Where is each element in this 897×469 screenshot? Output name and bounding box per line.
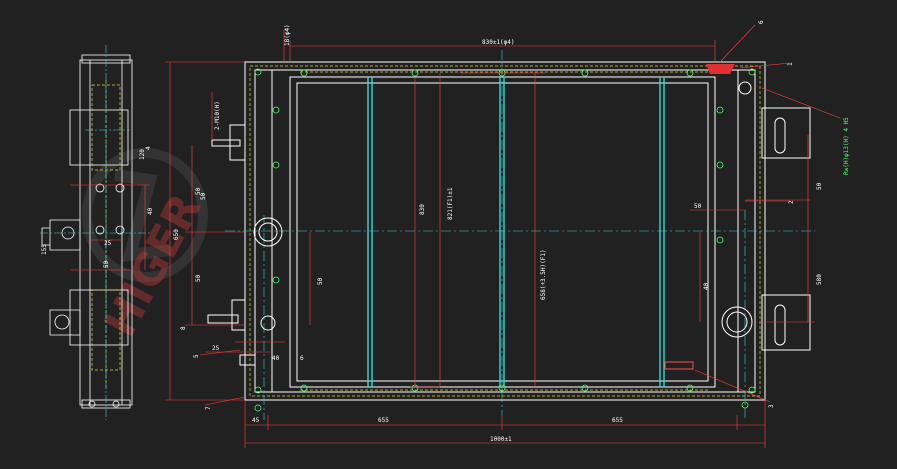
core-tubes — [367, 77, 665, 387]
side-view-upper-tank — [69, 109, 129, 166]
dim-left-depth: 8 — [180, 326, 187, 330]
dim-left-small-1: 25 — [212, 345, 220, 352]
drain-plug-marker — [664, 361, 694, 370]
dim-right-side-3: 50 — [816, 182, 823, 190]
dim-top-width: 830±1(φ4) — [482, 39, 515, 46]
dim-top-side-note: 18(φ4) — [284, 24, 291, 46]
side-view-dimension-lines — [70, 184, 150, 271]
dim-bottom-center-left: 655 — [378, 417, 389, 424]
callout-4: 4 — [145, 146, 152, 150]
dim-right-upper: 50 — [694, 203, 702, 210]
callout-5: 5 — [193, 354, 200, 358]
callout-1: 1 — [787, 62, 794, 66]
inlet-pipe — [253, 217, 283, 247]
dim-right-side-1: 50 — [317, 277, 324, 285]
radiator-core — [289, 76, 716, 388]
dim-bottom-center-right: 655 — [612, 417, 623, 424]
dim-left-small-2: 40 — [272, 355, 280, 362]
side-view-bracket — [41, 219, 81, 251]
front-center-lines — [225, 50, 815, 420]
dim-left-height: 650 — [173, 229, 180, 240]
callout-7: 7 — [205, 406, 212, 410]
pipe-connections — [207, 81, 753, 338]
dim-bottom-total: 1000±1 — [490, 436, 512, 443]
right-mount-bracket-bottom — [761, 294, 811, 351]
side-view-dim-5: 50 — [103, 260, 110, 268]
callout-2: 2 — [788, 200, 795, 204]
watermark-logo-mark — [114, 169, 171, 263]
callout-6: 6 — [758, 20, 765, 24]
bolts — [254, 68, 756, 412]
dimension-lines — [165, 24, 841, 448]
watermark — [82, 148, 208, 282]
side-view-dim-1: 120 — [139, 149, 146, 160]
dim-core-height-3: 658(+3.5H)(F1) — [540, 249, 547, 300]
dim-right-side-2: 580 — [816, 274, 823, 285]
watermark-logo-ring — [82, 148, 208, 282]
dim-core-height-1: 830 — [419, 204, 426, 215]
side-view-dim-2: 40 — [147, 207, 154, 215]
dim-left-flange-note: 2-M10(H) — [214, 101, 221, 130]
dim-left-mid: 50 — [195, 274, 202, 282]
callout-3: 3 — [768, 404, 775, 408]
side-view-dim-3: 155 — [41, 244, 48, 255]
outlet-pipe — [721, 306, 753, 338]
filler-cap-marker — [706, 64, 735, 74]
dim-core-height-2: 821(F1)±1 — [447, 187, 454, 220]
side-view-center-lines — [40, 45, 150, 420]
dim-left-small-3: 6 — [300, 355, 304, 362]
dim-left-upper: 50 — [195, 187, 202, 195]
callout-note: Rw(H)φ13(H) 4 H5 — [843, 117, 850, 175]
side-view-dim-4: 25 — [104, 240, 112, 247]
right-mount-bracket-top — [761, 107, 811, 159]
dim-right-mid: 40 — [703, 282, 710, 290]
dim-bottom-left: 45 — [252, 417, 260, 424]
side-view-dim-6: 50 — [200, 192, 207, 200]
